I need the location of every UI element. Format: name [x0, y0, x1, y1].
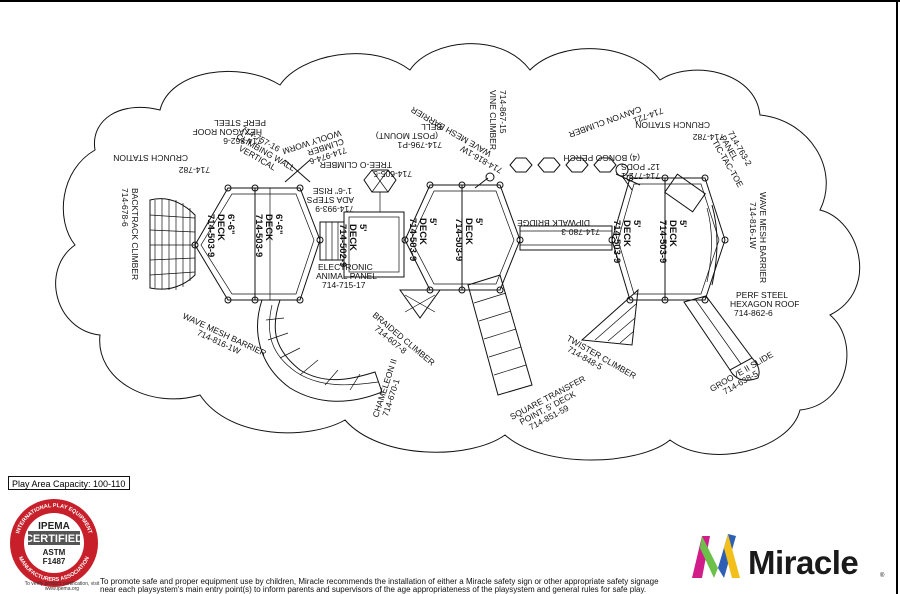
svg-text:BRAIDED CLIMBER714-607-8: BRAIDED CLIMBER714-607-8	[365, 310, 437, 375]
dipwalk-bridge	[519, 225, 613, 251]
braided-climber	[399, 289, 441, 319]
square-transfer-point	[467, 274, 533, 396]
svg-text:5'DECK714-503-9: 5'DECK714-503-9	[657, 220, 688, 263]
svg-text:ASTM: ASTM	[43, 548, 66, 557]
svg-text:5'DECK714-503-9: 5'DECK714-503-9	[407, 218, 438, 261]
svg-text:CERTIFIED: CERTIFIED	[25, 533, 83, 545]
svg-text:6'-6"DECK714-503-9: 6'-6"DECK714-503-9	[253, 214, 284, 257]
bell-post	[474, 172, 495, 189]
miracle-logo-mark	[692, 534, 740, 578]
svg-text:TREE-O CLIMBER714-605-5: TREE-O CLIMBER714-605-5	[320, 160, 412, 179]
svg-text:TIC-TAC-TOEPANEL714-763-2: TIC-TAC-TOEPANEL714-763-2	[710, 129, 761, 189]
bongo-perch-pods	[509, 157, 617, 173]
svg-text:WAVE MESH BARRIER714-816-1W: WAVE MESH BARRIER714-816-1W	[177, 311, 268, 367]
right-tower	[608, 173, 729, 304]
miracle-wordmark: Miracle	[748, 544, 859, 581]
small-deck	[343, 211, 405, 278]
ipema-certified-seal: INTERNATIONAL PLAY EQUIPMENT MANUFACTURE…	[10, 499, 98, 587]
chameleon-slide	[257, 299, 383, 402]
play-area-outline	[55, 43, 861, 461]
backtrack-climber	[149, 198, 196, 290]
svg-text:5'DECK714-503-9: 5'DECK714-503-9	[611, 220, 642, 263]
svg-text:SQUARE TRANSFERPOINT, 5' DECK7: SQUARE TRANSFERPOINT, 5' DECK714-851-59	[508, 374, 595, 438]
tree-o-climber	[363, 169, 397, 212]
svg-text:F1487: F1487	[43, 557, 66, 566]
svg-text:6'-6"DECK714-503-9: 6'-6"DECK714-503-9	[205, 214, 236, 257]
svg-text:5'DECK714-502-9: 5'DECK714-502-9	[337, 224, 368, 267]
play-area-capacity: Play Area Capacity: 100-110	[8, 476, 130, 490]
deck-labels: 6'-6"DECK714-503-9 6'-6"DECK714-503-9 5'…	[205, 214, 688, 267]
safety-notice: To promote safe and proper equipment use…	[100, 577, 659, 594]
svg-text:IPEMA: IPEMA	[38, 521, 70, 532]
svg-text:BACKTRACK CLIMBER714-678-6: BACKTRACK CLIMBER714-678-6	[120, 188, 140, 280]
svg-text:5'DECK714-503-9: 5'DECK714-503-9	[453, 218, 484, 261]
svg-text:BELL(POST MOUNT)714-796-P1: BELL(POST MOUNT)714-796-P1	[376, 122, 442, 150]
svg-text:WAVE MESH BARRIER714-816-1W: WAVE MESH BARRIER714-816-1W	[748, 192, 768, 283]
groove-slide	[683, 295, 760, 381]
ipema-verify-note: To verify product certification, visit w…	[24, 581, 100, 592]
twister-climber	[580, 288, 639, 346]
svg-text:CHAMELEON II714-670-1: CHAMELEON II714-670-1	[370, 358, 407, 422]
svg-text:GROOVE II SLIDE714-638-5: GROOVE II SLIDE714-638-5	[708, 349, 780, 401]
middle-tower	[401, 181, 524, 294]
trademark-symbol: ®	[880, 573, 885, 579]
wooly-worm-climber	[284, 159, 311, 183]
svg-text:VINE CLIMBER714-867-15: VINE CLIMBER714-867-15	[488, 90, 508, 150]
canyon-climber	[615, 163, 641, 191]
